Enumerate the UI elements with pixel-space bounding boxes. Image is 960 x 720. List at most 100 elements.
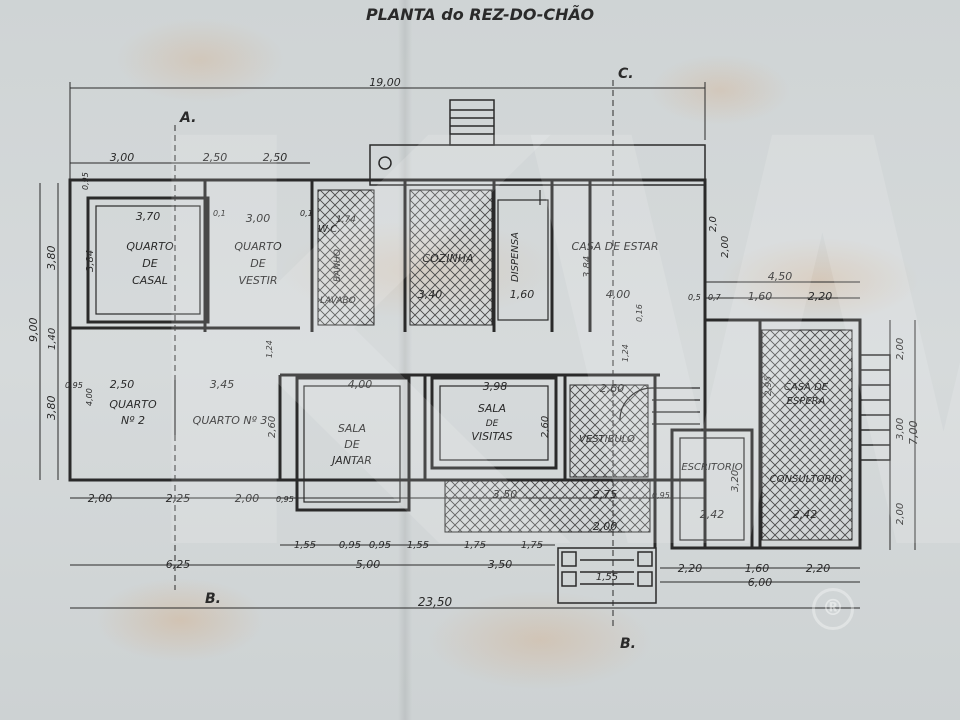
room-quarto-casal-l1: QUARTO: [126, 240, 174, 253]
dim-esc-3-20: 3,20: [730, 470, 741, 492]
dim-bot-3-50: 3,50: [493, 488, 518, 501]
room-quarto-casal-l2: DE: [142, 257, 157, 270]
dim-small-4-00: 4,00: [85, 388, 94, 406]
dim-small-0-95c: 0,95: [276, 495, 294, 504]
dim-steps-1-55: 1,55: [596, 572, 618, 583]
section-marker-b-right: B.: [620, 636, 636, 652]
dim-row-1-55a: 1,55: [294, 540, 316, 551]
room-lavabo: LAVABO: [320, 296, 356, 306]
section-marker-c: C.: [618, 66, 634, 82]
dim-bot-2-00a: 2,00: [88, 492, 113, 505]
room-cozinha: COZINHA: [422, 252, 473, 265]
dim-coz-3-40: 3,40: [418, 288, 443, 301]
dim-q2-2-50: 2,50: [110, 378, 135, 391]
dim-bot-2-75: 2,75: [593, 488, 618, 501]
dim-right-7-00: 7,00: [907, 421, 920, 446]
dim-right-1-60: 1,60: [748, 290, 773, 303]
dim-esc-2-42: 2,42: [700, 508, 725, 521]
dim-casal-3-84: 3,84: [85, 250, 96, 272]
section-marker-b-left: B.: [205, 591, 221, 607]
dim-estar-3-84: 3,84: [582, 256, 593, 278]
dim-right-2-00b: 2,00: [895, 503, 906, 525]
room-vestibulo: VESTIBULO: [579, 434, 635, 445]
room-escritorio: ESCRITORIO: [681, 462, 742, 473]
dim-br-6-00: 6,00: [748, 576, 773, 589]
dim-br-2-20a: 2,20: [678, 562, 703, 575]
section-marker-a: A.: [179, 110, 196, 126]
dim-right-2-20: 2,20: [808, 290, 833, 303]
dim-small-0-1b: 0,1: [300, 209, 313, 218]
dim-right-3-00: 3,00: [895, 418, 906, 440]
room-quarto-vestir-l3: VESTIR: [238, 274, 277, 287]
dim-bot-2-25: 2,25: [166, 492, 191, 505]
dim-bot-3-50b: 3,50: [488, 558, 513, 571]
dim-vestir-3-00: 3,00: [246, 212, 271, 225]
dim-bot-5-00: 5,00: [356, 558, 381, 571]
dim-estar-4-00: 4,00: [606, 288, 631, 301]
room-sala-visitas-l3: VISITAS: [471, 430, 512, 443]
dim-left-3-80a: 3,80: [45, 246, 58, 271]
room-sala-jantar-l1: SALA: [338, 422, 366, 435]
dim-left-9-00: 9,00: [27, 318, 40, 343]
dim-small-0-95b: 0,95: [65, 381, 83, 390]
room-casa-espera-l1: CASA DE: [784, 382, 829, 393]
room-sala-visitas-l2: DE: [486, 419, 499, 429]
dim-row-1-55b: 1,55: [407, 540, 429, 551]
dim-right-2-00a: 2,00: [895, 338, 906, 360]
room-quarto-2-l2: Nº 2: [121, 414, 145, 427]
room-casa-estar: CASA DE ESTAR: [572, 240, 659, 253]
dim-casal-3-70: 3,70: [136, 210, 161, 223]
dim-small-0-95a: 0,95: [81, 172, 90, 190]
dim-top-2-50b: 2,50: [263, 151, 288, 164]
dim-wc-1-74: 1,74: [336, 215, 356, 225]
dim-top-2-50a: 2,50: [203, 151, 228, 164]
room-quarto-vestir-l2: DE: [250, 257, 265, 270]
dim-espera-2-95: 2,95: [764, 376, 774, 396]
room-casa-espera-l2: ESPERA: [787, 396, 826, 407]
dim-bot-2-00c: 2,00: [593, 520, 618, 533]
dim-small-0-16: 0,16: [635, 304, 644, 322]
dim-right-4-50: 4,50: [768, 270, 793, 283]
room-sala-jantar-l3: JANTAR: [330, 454, 372, 467]
dim-small-1-24b: 1,24: [621, 344, 630, 362]
dim-row-0-95b: 0,95: [369, 540, 391, 551]
dim-small-0-5: 0,5: [688, 293, 701, 302]
room-consultorio: CONSULTORIO: [770, 474, 843, 485]
dim-q3-2-60: 2,60: [267, 416, 278, 438]
dim-vis-2-60: 2,60: [540, 416, 551, 438]
room-sala-visitas-l1: SALA: [478, 402, 506, 415]
dim-jantar-4-00: 4,00: [348, 378, 373, 391]
dim-br-1-60: 1,60: [745, 562, 770, 575]
dim-top-3-00: 3,00: [110, 151, 135, 164]
room-sala-jantar-l2: DE: [344, 438, 359, 451]
dim-row-1-75b: 1,75: [521, 540, 543, 551]
dim-br-2-20b: 2,20: [806, 562, 831, 575]
dim-q3-3-45: 3,45: [210, 378, 235, 391]
dim-small-1-24a: 1,24: [265, 340, 274, 358]
dim-small-0-95d: 0,95: [652, 491, 670, 500]
dim-small-0-1a: 0,1: [213, 209, 226, 218]
dim-bot-2-00b: 2,00: [235, 492, 260, 505]
dim-estar-2-0: 2,0: [708, 216, 719, 232]
dim-left-1-40: 1,40: [47, 328, 58, 350]
room-quarto-2-l1: QUARTO: [109, 398, 157, 411]
dim-row-1-75a: 1,75: [464, 540, 486, 551]
dim-overall-top: 19,00: [369, 76, 401, 89]
dim-estar-2-00: 2,00: [720, 236, 731, 258]
dim-small-0-7: 0,7: [708, 293, 722, 302]
room-banho: BANHO: [333, 249, 343, 282]
room-quarto-3: QUARTO Nº 3: [193, 414, 268, 427]
dim-overall-bottom: 23,50: [418, 595, 453, 609]
room-wc: W.C.: [318, 224, 340, 235]
dim-cons-2-42: 2,42: [793, 508, 818, 521]
room-quarto-vestir-l1: QUARTO: [234, 240, 282, 253]
dim-disp-1-60: 1,60: [510, 288, 535, 301]
dim-row-0-95a: 0,95: [339, 540, 361, 551]
room-dispensa: DISPENSA: [510, 232, 521, 282]
room-quarto-casal-l3: CASAL: [132, 274, 168, 287]
dim-vest-2-60: 2,60: [600, 382, 625, 395]
dim-left-3-80b: 3,80: [45, 396, 58, 421]
watermark-registered-mark: ®: [812, 588, 854, 630]
